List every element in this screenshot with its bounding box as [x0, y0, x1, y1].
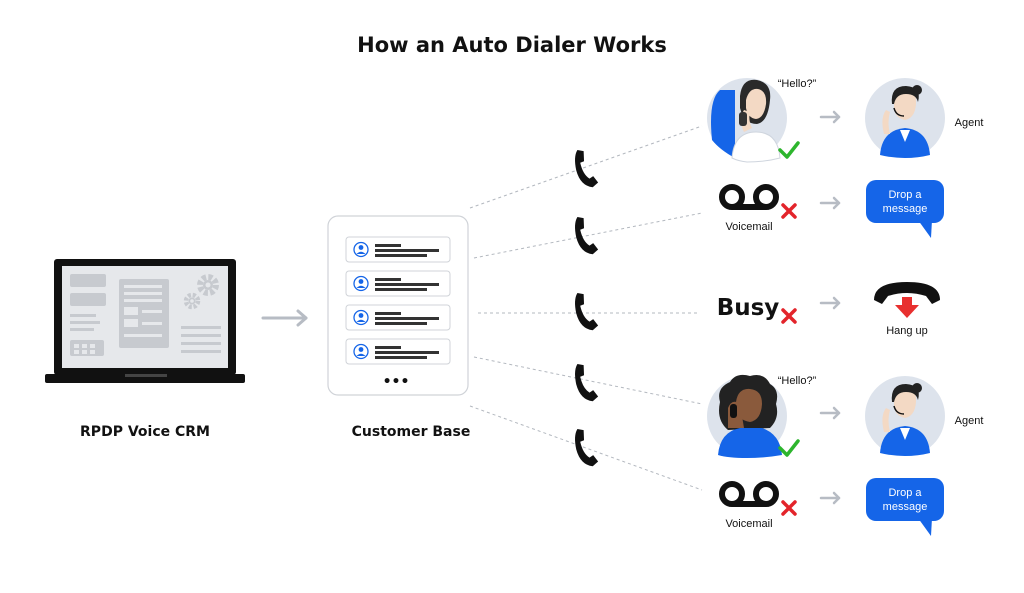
result-label-1: Agent — [955, 117, 984, 129]
caller-answered-2 — [707, 374, 787, 458]
contact-avatar-icon — [353, 275, 369, 292]
speech-bubble-icon — [866, 180, 944, 238]
flow-arrow — [819, 296, 841, 310]
phone-handset-icon — [575, 150, 599, 188]
drop-message-line-2b: message — [883, 501, 928, 513]
speech-bubble-icon — [866, 478, 944, 536]
voicemail-icon — [719, 184, 779, 210]
drop-message-line-1b: message — [883, 203, 928, 215]
result-label-4: Agent — [955, 415, 984, 427]
phone-handset-icon — [575, 429, 599, 467]
gear-icon — [183, 292, 201, 310]
voicemail-icon — [719, 481, 779, 507]
caller-answered-1 — [707, 78, 787, 163]
more-contacts-dots: ••• — [383, 374, 410, 390]
down-arrow-icon — [895, 297, 919, 318]
contact-row — [345, 338, 451, 365]
contact-row — [345, 270, 451, 297]
diagram-title: How an Auto Dialer Works — [357, 33, 667, 57]
contact-avatar-icon — [353, 309, 369, 326]
caller-quote-1: “Hello?” — [778, 78, 817, 90]
customer-base-label: Customer Base — [352, 424, 471, 440]
drop-message-line-2a: Drop a — [888, 487, 922, 499]
crm-label: RPDP Voice CRM — [80, 424, 210, 440]
caller-quote-2: “Hello?” — [778, 375, 817, 387]
gear-icon — [197, 274, 219, 296]
contact-row — [345, 236, 451, 263]
headset-agent-icon — [865, 376, 945, 456]
hang-up-icon — [874, 282, 940, 318]
call-lines — [469, 125, 703, 491]
flow-arrow — [261, 309, 308, 327]
flow-arrow — [819, 406, 841, 420]
cross-icon — [781, 308, 797, 324]
crm-laptop-icon — [45, 259, 245, 383]
voicemail-caption-1: Voicemail — [725, 221, 772, 233]
cross-icon — [781, 500, 797, 516]
contact-avatar-icon — [353, 343, 369, 360]
cross-icon — [781, 203, 797, 219]
headset-agent-icon — [865, 78, 945, 158]
flow-arrow — [819, 196, 841, 210]
check-icon — [778, 439, 800, 457]
voicemail-caption-2: Voicemail — [725, 518, 772, 530]
phone-handset-icon — [575, 293, 599, 331]
customer-base-card: ••• — [327, 215, 469, 396]
busy-caption: Busy — [717, 295, 780, 321]
flow-arrow — [819, 110, 841, 124]
contact-avatar-icon — [353, 241, 369, 258]
check-icon — [778, 141, 800, 159]
result-label-3: Hang up — [886, 325, 928, 337]
contact-row — [345, 304, 451, 331]
phone-handset-icon — [575, 217, 599, 255]
drop-message-line-1a: Drop a — [888, 189, 922, 201]
phone-handset-icon — [575, 364, 599, 402]
flow-arrow — [819, 491, 841, 505]
